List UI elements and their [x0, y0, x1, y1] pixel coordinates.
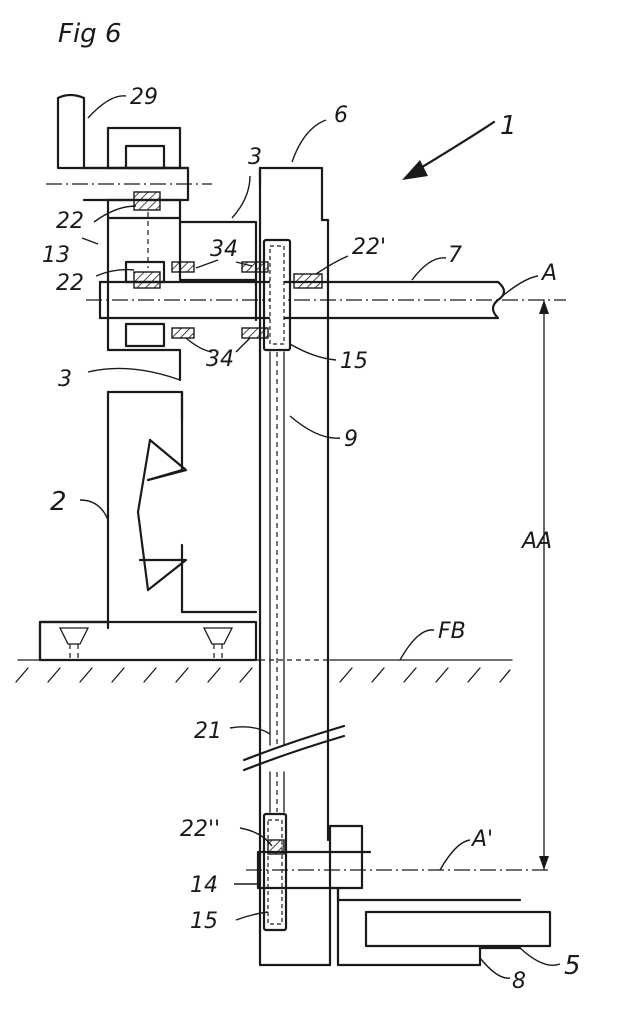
leader-Ap — [439, 839, 471, 871]
leader-6 — [291, 119, 327, 163]
bearing-34-top-left — [171, 261, 195, 273]
leader-34a2 — [235, 261, 253, 267]
leader-22a — [93, 205, 137, 223]
label-AA: AA — [520, 529, 552, 554]
label-22-upper: 22 — [56, 209, 84, 234]
label-3-middle: 3 — [58, 367, 72, 392]
label-8: 8 — [512, 969, 526, 994]
bearing-34-bot-right — [241, 327, 269, 339]
label-FB: FB — [438, 619, 466, 644]
leader-5 — [519, 947, 561, 966]
label-34-top: 34 — [210, 237, 238, 262]
label-9: 9 — [344, 427, 358, 452]
label-22-double-prime: 22'' — [180, 817, 220, 842]
floor-fb — [15, 659, 513, 683]
label-15-lower: 15 — [190, 909, 218, 934]
leader-8 — [479, 957, 511, 979]
label-14: 14 — [190, 873, 218, 898]
label-21: 21 — [194, 719, 222, 744]
label-2: 2 — [50, 487, 67, 517]
dimension-aa — [539, 299, 549, 871]
bearing-22-prime — [293, 273, 323, 289]
machine-stand-2 — [38, 390, 258, 662]
leader-29 — [87, 95, 127, 119]
figure-title: Fig 6 — [58, 19, 122, 49]
bearing-22-lower — [133, 271, 161, 289]
leader-3a — [231, 175, 251, 219]
label-3-top: 3 — [248, 145, 262, 170]
label-7: 7 — [448, 243, 462, 268]
leader-21 — [229, 726, 271, 735]
leader-15b — [235, 911, 269, 921]
reference-arrow-1 — [402, 120, 496, 180]
frame-6 — [258, 166, 332, 967]
leader-7 — [411, 257, 447, 281]
label-15-upper: 15 — [340, 349, 368, 374]
bearing-34-bot-left — [171, 327, 195, 339]
upper-drive-housing — [46, 93, 212, 272]
leader-22pp — [239, 827, 273, 847]
bearing-34-top-right — [241, 261, 269, 273]
leader-2 — [79, 499, 109, 521]
label-A-prime: A' — [470, 827, 493, 852]
label-22-lower: 22 — [56, 271, 84, 296]
leader-A — [499, 275, 539, 299]
leader-22p — [315, 255, 349, 275]
lower-assembly — [246, 824, 552, 967]
leader-FB — [399, 629, 435, 661]
leader-3b — [87, 367, 181, 381]
label-13: 13 — [42, 243, 70, 268]
leader-34b — [185, 337, 213, 353]
leader-34a — [195, 259, 219, 269]
leader-22b — [95, 268, 135, 277]
label-29: 29 — [130, 85, 158, 110]
label-6: 6 — [334, 103, 348, 128]
label-A: A — [540, 261, 557, 286]
label-1: 1 — [500, 111, 517, 141]
leader-15a — [289, 343, 337, 361]
label-22-prime: 22' — [352, 235, 386, 260]
label-34-bottom: 34 — [206, 347, 234, 372]
leader-34b2 — [235, 337, 251, 353]
leader-9 — [289, 415, 341, 439]
label-5: 5 — [564, 951, 581, 981]
leader-13 — [81, 237, 99, 245]
